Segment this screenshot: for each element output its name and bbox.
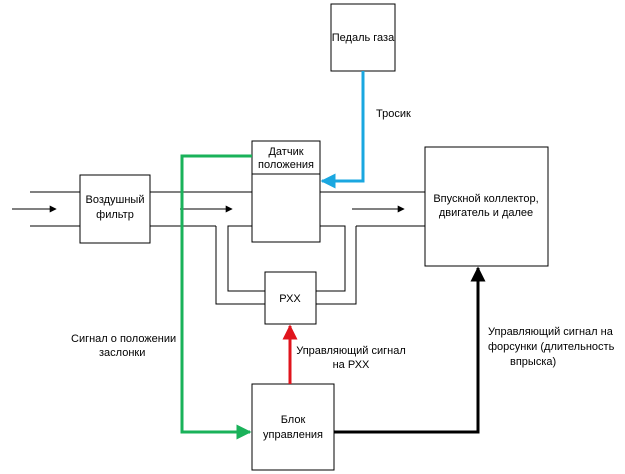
sensor-label-line2: положения [258,159,314,171]
position-signal-label-line1: Сигнал о положении [71,333,176,345]
position-signal-line [180,154,252,440]
throttle-cable-line [320,71,365,189]
ecu-block: Блок управления [251,383,335,471]
ecu-label-line1: Блок [281,414,306,426]
pedal-label: Педаль газа [332,32,395,44]
intake-label-line1: Впускной коллектор, [433,193,538,205]
injector-signal-label-line1: Управляющий сигнал на [488,326,614,338]
air-pipe [30,191,425,305]
intake-label-line2: двигатель и далее [439,207,533,219]
throttle-sensor-block: Датчик положения [251,140,321,175]
air-filter-block: Воздушный фильтр [79,174,151,244]
injector-signal-line [334,266,486,434]
injector-signal-label-line2: форсунки (длительность [488,341,615,353]
idle-valve-block: РХХ [264,271,317,325]
cable-label: Тросик [376,108,411,120]
pedal-block: Педаль газа [330,3,396,72]
air-filter-label-line1: Воздушный [85,194,144,206]
throttle-body-block [251,173,321,243]
idle-signal-label-line1: Управляющий сигнал [296,345,406,357]
air-filter-label-line2: фильтр [96,209,134,221]
idle-signal-label-line2: на РХХ [333,359,370,371]
position-signal-label-line2: заслонки [99,347,145,359]
intake-manifold-block: Впускной коллектор, двигатель и далее [424,146,549,267]
injector-signal-label-line3: впрыска) [510,356,556,368]
sensor-label-line1: Датчик [268,146,303,158]
ecu-label-line2: управления [263,429,323,441]
idle-valve-label: РХХ [279,293,301,305]
